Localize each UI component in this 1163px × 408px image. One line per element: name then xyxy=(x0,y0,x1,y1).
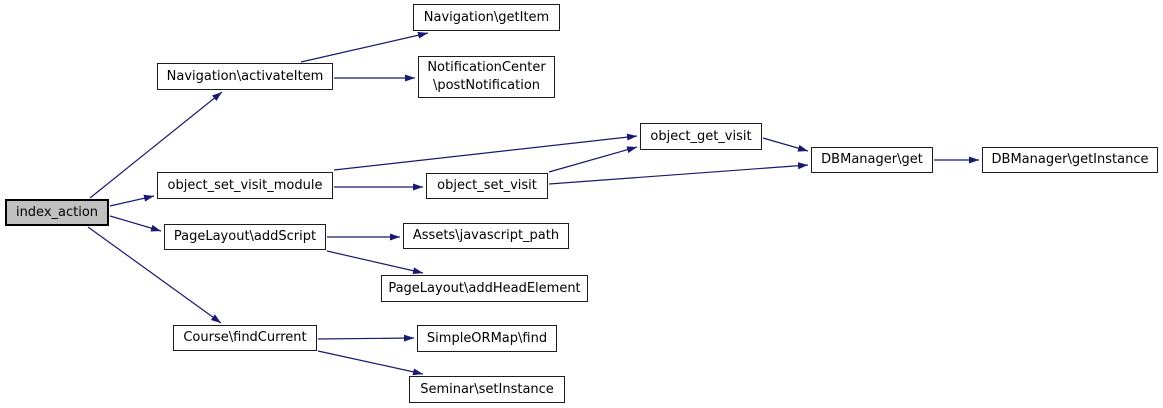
graph-node-navigation-activateitem[interactable]: Navigation\activateItem xyxy=(157,63,333,90)
graph-node-dbmanager-get[interactable]: DBManager\get xyxy=(811,147,933,173)
graph-node-simpleormap-find[interactable]: SimpleORMap\find xyxy=(417,325,557,352)
graph-node-course-findcurrent[interactable]: Course\findCurrent xyxy=(173,325,317,351)
graph-node-pagelayout-addscript[interactable]: PageLayout\addScript xyxy=(164,224,326,250)
graph-node-object-set-visit[interactable]: object_set_visit xyxy=(426,173,548,199)
edge-index-action-to-pagelayout-addscript xyxy=(109,215,162,232)
edge-pagelayout-addscript-to-pagelayout-addheadelement xyxy=(326,250,424,275)
edge-index-action-to-navigation-activateitem xyxy=(89,91,223,199)
edge-object-set-visit-to-dbmanager-get xyxy=(548,162,809,185)
edge-object-set-visit-to-object-get-visit xyxy=(548,146,638,173)
graph-node-assets-javascript-path[interactable]: Assets\javascript_path xyxy=(403,223,569,249)
graph-node-notificationcenter-postnotification[interactable]: NotificationCenter \postNotification xyxy=(418,56,555,98)
graph-node-seminar-setinstance[interactable]: Seminar\setInstance xyxy=(409,376,565,403)
edge-index-action-to-course-findcurrent xyxy=(87,226,222,324)
graph-node-object-set-visit-module[interactable]: object_set_visit_module xyxy=(157,172,333,199)
edge-index-action-to-object-set-visit-module xyxy=(109,194,155,207)
graph-node-dbmanager-getinstance[interactable]: DBManager\getInstance xyxy=(982,147,1158,173)
edge-object-set-visit-module-to-object-get-visit xyxy=(333,133,638,171)
graph-node-pagelayout-addheadelement[interactable]: PageLayout\addHeadElement xyxy=(381,275,588,302)
edge-course-findcurrent-to-seminar-setinstance xyxy=(317,350,424,376)
graph-node-index-action[interactable]: index_action xyxy=(5,199,109,226)
graph-node-navigation-getitem[interactable]: Navigation\getItem xyxy=(413,4,560,31)
edge-object-get-visit-to-dbmanager-get xyxy=(762,137,809,152)
edge-course-findcurrent-to-simpleormap-find xyxy=(317,334,415,342)
graph-node-object-get-visit[interactable]: object_get_visit xyxy=(640,123,762,150)
edge-navigation-activateitem-to-navigation-getitem xyxy=(300,31,429,63)
